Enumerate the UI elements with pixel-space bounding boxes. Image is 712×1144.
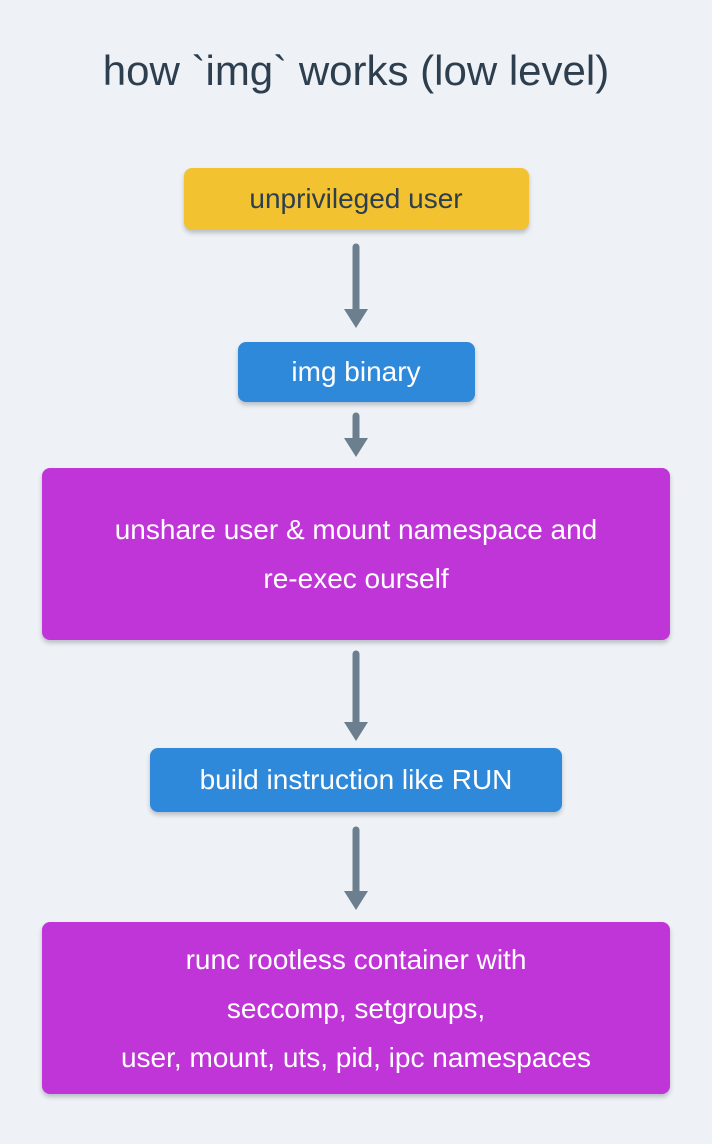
arrow-down-icon	[344, 243, 368, 329]
arrow-down-icon	[344, 412, 368, 458]
node-label-line: runc rootless container with	[185, 943, 527, 975]
node-label: build instruction like RUN	[199, 764, 513, 796]
node-img-binary: img binary	[237, 342, 475, 403]
node-label: img binary	[291, 356, 421, 388]
node-build-instruction: build instruction like RUN	[150, 748, 562, 813]
node-label-line: seccomp, setgroups,	[226, 992, 486, 1024]
node-unshare-reexec: unshare user & mount namespace and re-ex…	[42, 468, 670, 641]
node-label-line: re-exec ourself	[263, 563, 449, 595]
arrow-down-icon	[344, 826, 368, 911]
node-unprivileged-user: unprivileged user	[183, 168, 529, 231]
arrow-down-icon	[344, 650, 368, 742]
diagram-title: how `img` works (low level)	[102, 47, 610, 94]
node-label-line: user, mount, uts, pid, ipc namespaces	[120, 1041, 592, 1073]
node-label-line: unshare user & mount namespace and	[114, 514, 598, 546]
node-label: unprivileged user	[249, 183, 463, 215]
node-runc-container: runc rootless container with seccomp, se…	[42, 922, 670, 1095]
